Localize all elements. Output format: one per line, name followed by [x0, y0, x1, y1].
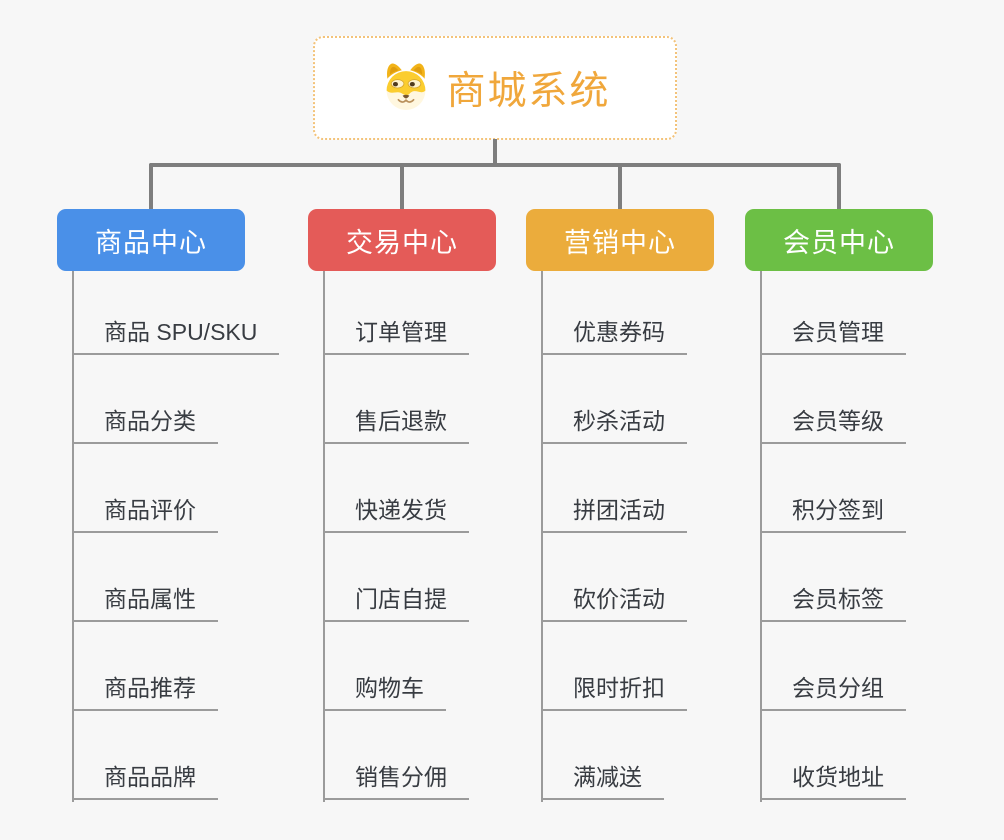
leaf-item[interactable]: 会员等级 [760, 410, 906, 444]
branch-trunk-3 [541, 271, 543, 802]
leaf-item[interactable]: 会员标签 [760, 588, 906, 622]
branch-trunk-1 [72, 271, 74, 802]
leaf-item[interactable]: 砍价活动 [541, 588, 687, 622]
leaf-item[interactable]: 积分签到 [760, 499, 906, 533]
doge-icon [379, 61, 433, 115]
root-node-mall-system[interactable]: 商城系统 [313, 36, 677, 140]
leaf-item[interactable]: 拼团活动 [541, 499, 687, 533]
leaf-item[interactable]: 销售分佣 [323, 766, 469, 800]
leaf-item[interactable]: 秒杀活动 [541, 410, 687, 444]
leaf-item[interactable]: 门店自提 [323, 588, 469, 622]
connector-drop-2 [400, 163, 404, 211]
leaf-item[interactable]: 购物车 [323, 677, 446, 711]
leaf-item[interactable]: 售后退款 [323, 410, 469, 444]
leaf-item[interactable]: 会员分组 [760, 677, 906, 711]
leaf-item[interactable]: 商品分类 [72, 410, 218, 444]
branch-trunk-4 [760, 271, 762, 802]
leaf-item[interactable]: 商品 SPU/SKU [72, 321, 280, 355]
connector-drop-3 [618, 163, 622, 211]
connector-horizontal-bar [149, 163, 841, 167]
connector-root-stub [493, 139, 497, 165]
connector-drop-1 [149, 163, 153, 211]
leaf-item[interactable]: 限时折扣 [541, 677, 687, 711]
leaf-item[interactable]: 收货地址 [760, 766, 906, 800]
leaf-item[interactable]: 商品评价 [72, 499, 218, 533]
leaf-item[interactable]: 优惠券码 [541, 321, 687, 355]
leaf-item[interactable]: 商品品牌 [72, 766, 218, 800]
root-title: 商城系统 [446, 70, 611, 113]
leaf-item[interactable]: 满减送 [541, 766, 664, 800]
leaf-item[interactable]: 商品属性 [72, 588, 218, 622]
branch-trunk-2 [323, 271, 325, 802]
connector-drop-4 [837, 163, 841, 211]
branch-node-trade-center[interactable]: 交易中心 [308, 209, 496, 271]
branch-node-product-center[interactable]: 商品中心 [57, 209, 245, 271]
branch-node-marketing-center[interactable]: 营销中心 [526, 209, 714, 271]
branch-node-member-center[interactable]: 会员中心 [745, 209, 933, 271]
leaf-item[interactable]: 会员管理 [760, 321, 906, 355]
leaf-item[interactable]: 订单管理 [323, 321, 469, 355]
leaf-item[interactable]: 商品推荐 [72, 677, 218, 711]
leaf-item[interactable]: 快递发货 [323, 499, 469, 533]
